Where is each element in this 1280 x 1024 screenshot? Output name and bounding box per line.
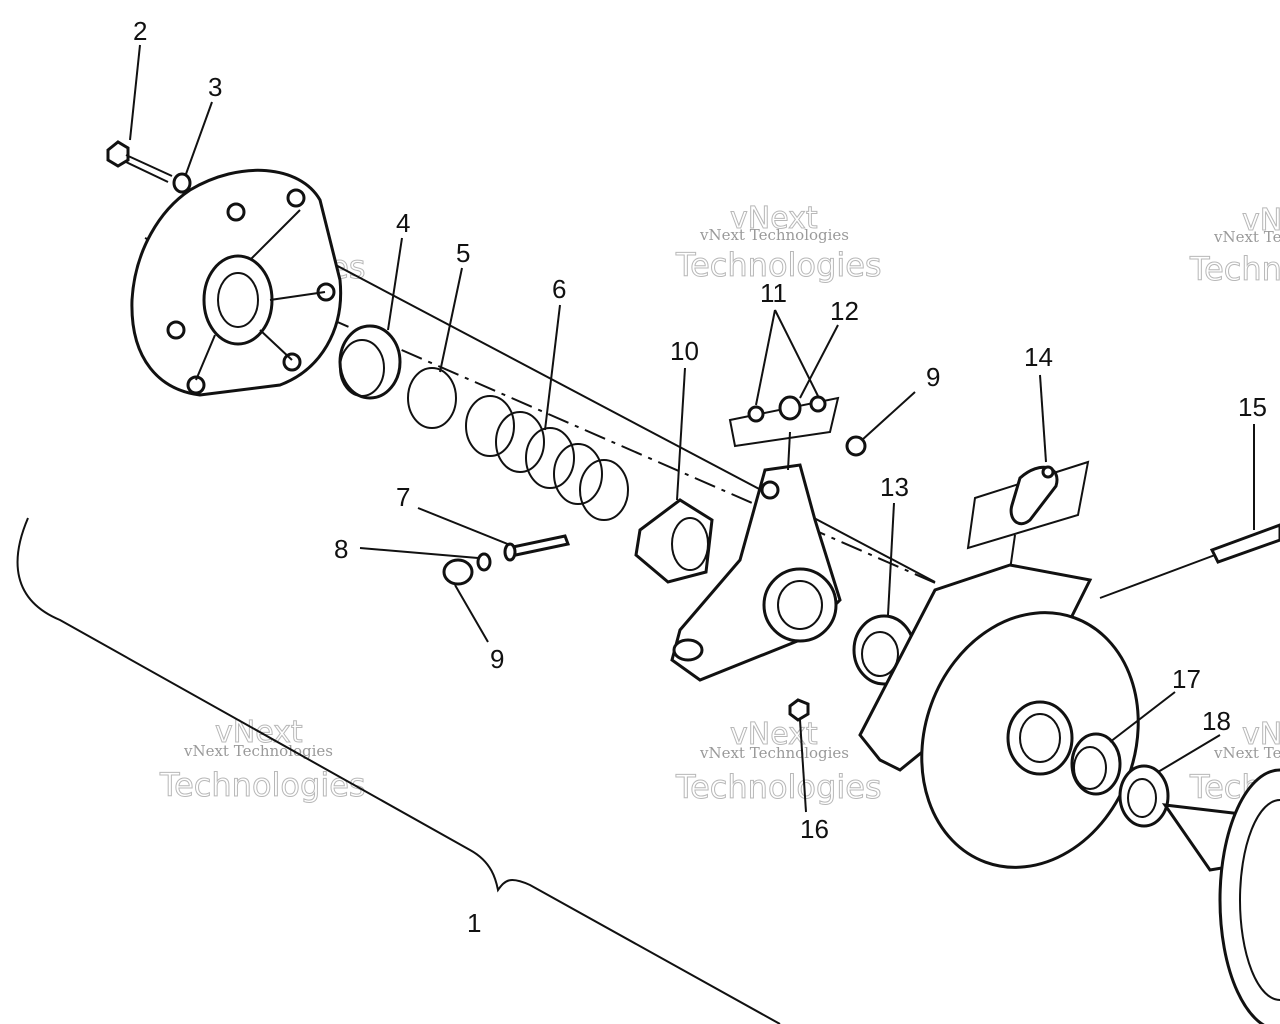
callout-3: 3: [208, 72, 222, 102]
svg-text:Technologies: Technologies: [675, 768, 882, 806]
callout-9-upper: 9: [926, 362, 940, 392]
svg-text:Technologies: Technologies: [159, 766, 366, 804]
callout-10: 10: [670, 336, 699, 366]
washer-icon: [172, 172, 192, 194]
bracket-hardware-icon: [728, 395, 840, 448]
axis-line-upper: [329, 261, 936, 583]
svg-text:vNext Technologies: vNext Technologies: [1213, 228, 1280, 246]
callout-15: 15: [1238, 392, 1267, 422]
svg-text:vNext: vNext: [1242, 203, 1280, 238]
callout-2: 2: [133, 16, 147, 46]
svg-text:vNext Technologies: vNext Technologies: [183, 742, 333, 760]
callout-6: 6: [552, 274, 566, 304]
callout-18: 18: [1202, 706, 1231, 736]
svg-text:vNext Technologies: vNext Technologies: [699, 226, 849, 244]
watermark-left-bottom: vNext Technologies vNext Technologies: [159, 715, 367, 805]
svg-text:vNext: vNext: [730, 201, 818, 236]
watermark-right-top: vNext Technologies vNext Technologies: [1189, 203, 1280, 289]
spring-icon: [465, 395, 629, 521]
sheave-icon: [858, 563, 1140, 869]
leader-lines: [129, 44, 1255, 813]
svg-text:vNext: vNext: [730, 717, 818, 752]
roller-icon: [442, 558, 474, 586]
bolt-icon: [106, 140, 173, 183]
callout-5: 5: [456, 238, 470, 268]
cover-plate-icon: [130, 168, 343, 397]
assembly-brace: [16, 517, 781, 1024]
spider-arm-icon: [670, 431, 842, 682]
callout-7: 7: [396, 482, 410, 512]
callout-14: 14: [1024, 342, 1053, 372]
snap-ring-icon: [407, 367, 457, 429]
callout-4: 4: [396, 208, 410, 238]
callout-11: 11: [760, 278, 787, 308]
fixed-sheave-icon: [1161, 768, 1280, 1024]
svg-text:Technologies: Technologies: [675, 246, 882, 284]
bushing-icon: [338, 324, 402, 400]
svg-text:vNext Technologies: vNext Technologies: [1213, 744, 1280, 762]
nut-icon: [788, 698, 810, 722]
weight-icon: [966, 460, 1090, 571]
svg-text:vNext: vNext: [1242, 717, 1280, 752]
spring-cup-icon: [634, 498, 714, 584]
callout-8: 8: [334, 534, 348, 564]
shaft-pin-icon: [1209, 523, 1280, 564]
callout-17: 17: [1172, 664, 1201, 694]
pin-icon: [503, 534, 571, 562]
callout-12: 12: [830, 296, 859, 326]
svg-text:Technologies: Technologies: [1189, 250, 1280, 288]
roller-small-icon: [845, 435, 867, 457]
sheave-bushing-icon: [1070, 732, 1122, 796]
callout-9-lower: 9: [490, 644, 504, 674]
callout-1: 1: [467, 908, 481, 938]
callout-16: 16: [800, 814, 829, 844]
watermark-center-bottom: vNext Technologies vNext Technologies: [675, 717, 883, 807]
svg-text:vNext Technologies: vNext Technologies: [699, 744, 849, 762]
axis-line-right: [1099, 554, 1216, 599]
clip-icon: [476, 552, 492, 572]
sheave-washer-icon: [1118, 764, 1170, 828]
callout-13: 13: [880, 472, 909, 502]
watermark-center-top: vNext Technologies vNext Technologies: [675, 201, 883, 285]
